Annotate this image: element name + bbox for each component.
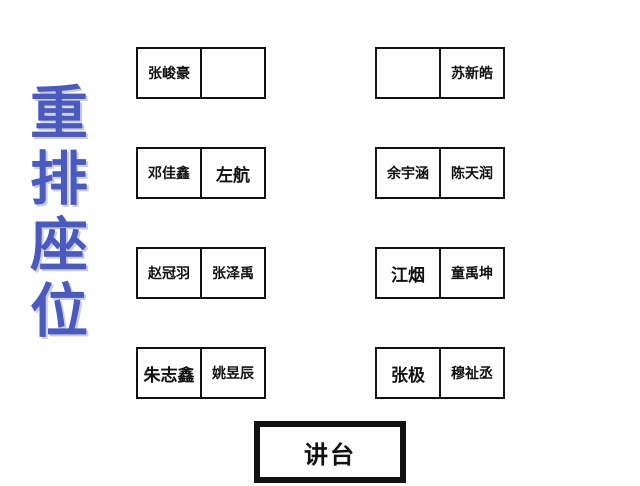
podium-label: 讲台	[304, 440, 356, 469]
desk-right-row-4: 张极 穆祉丞	[375, 347, 505, 399]
seat: 张极	[391, 365, 425, 386]
seat	[200, 49, 264, 97]
seat: 姚昱辰	[200, 349, 264, 397]
desk-left-row-1: 张峻豪	[136, 47, 266, 99]
seat	[377, 49, 439, 97]
page-title: 重 排 座 位	[26, 80, 92, 344]
seat: 陈天润	[439, 149, 503, 197]
seat: 左航	[200, 149, 264, 197]
seat: 江烟	[391, 265, 425, 286]
desk-right-row-1: 苏新皓	[375, 47, 505, 99]
desk-left-row-4: 朱志鑫 姚昱辰	[136, 347, 266, 399]
desk-left-row-3: 赵冠羽 张泽禹	[136, 247, 266, 299]
seat: 苏新皓	[439, 49, 503, 97]
seat: 童禹坤	[439, 249, 503, 297]
title-char: 重	[29, 79, 88, 147]
seat: 张泽禹	[200, 249, 264, 297]
desk-right-row-2: 余宇涵 陈天润	[375, 147, 505, 199]
desk-left-row-2: 邓佳鑫 左航	[136, 147, 266, 199]
title-char: 座	[29, 211, 88, 279]
title-char: 排	[29, 145, 88, 213]
seat: 朱志鑫	[143, 365, 195, 386]
seat: 张峻豪	[148, 66, 190, 82]
title-char: 位	[29, 277, 88, 345]
desk-right-row-3: 江烟 童禹坤	[375, 247, 505, 299]
seat: 余宇涵	[387, 166, 429, 182]
podium: 讲台	[254, 421, 406, 483]
seat: 赵冠羽	[148, 266, 190, 282]
seat: 邓佳鑫	[148, 166, 190, 182]
seat: 穆祉丞	[439, 349, 503, 397]
